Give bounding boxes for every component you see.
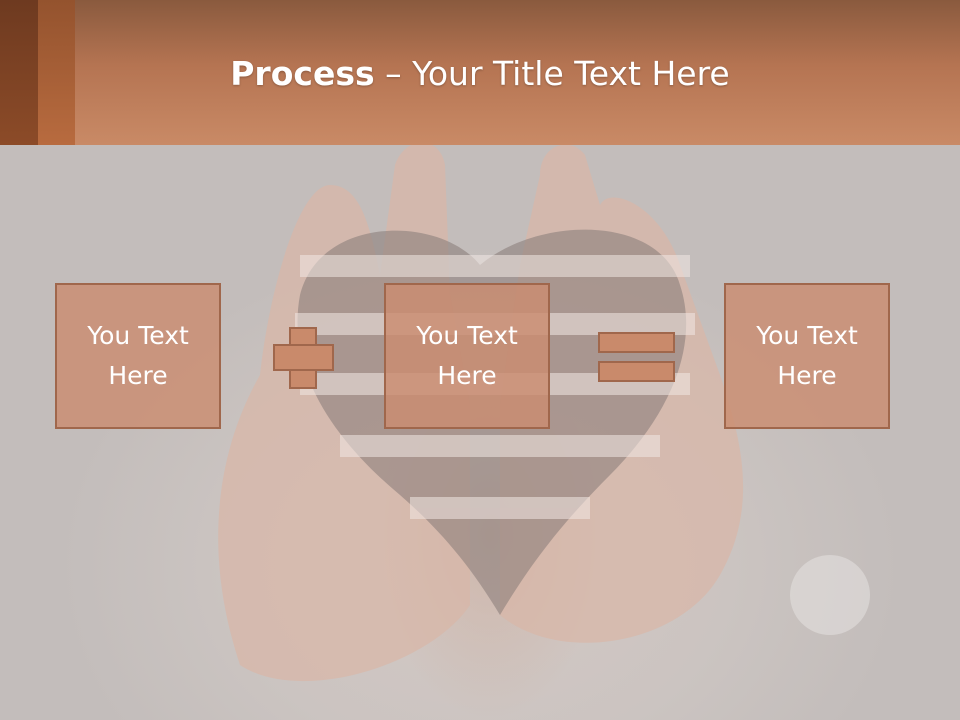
- step-box-1: You Text Here: [55, 283, 221, 429]
- plus-center-fill: [291, 346, 315, 369]
- equals-top-bar: [598, 332, 675, 353]
- title-rest: – Your Title Text Here: [374, 54, 730, 93]
- step-label-2: You Text Here: [416, 321, 518, 390]
- hands-heart-illustration: [218, 145, 870, 682]
- slide-title: Process – Your Title Text Here: [0, 52, 960, 96]
- title-bold: Process: [230, 54, 375, 93]
- background-photo: [0, 145, 960, 720]
- title-bar: Process – Your Title Text Here: [0, 0, 960, 145]
- equals-bottom-bar: [598, 361, 675, 382]
- accent-strip-light: [38, 0, 75, 145]
- step-label-3: You Text Here: [756, 321, 858, 390]
- accent-strip-dark: [0, 0, 38, 145]
- step-box-3: You Text Here: [724, 283, 890, 429]
- step-box-2: You Text Here: [384, 283, 550, 429]
- step-label-1: You Text Here: [87, 321, 189, 390]
